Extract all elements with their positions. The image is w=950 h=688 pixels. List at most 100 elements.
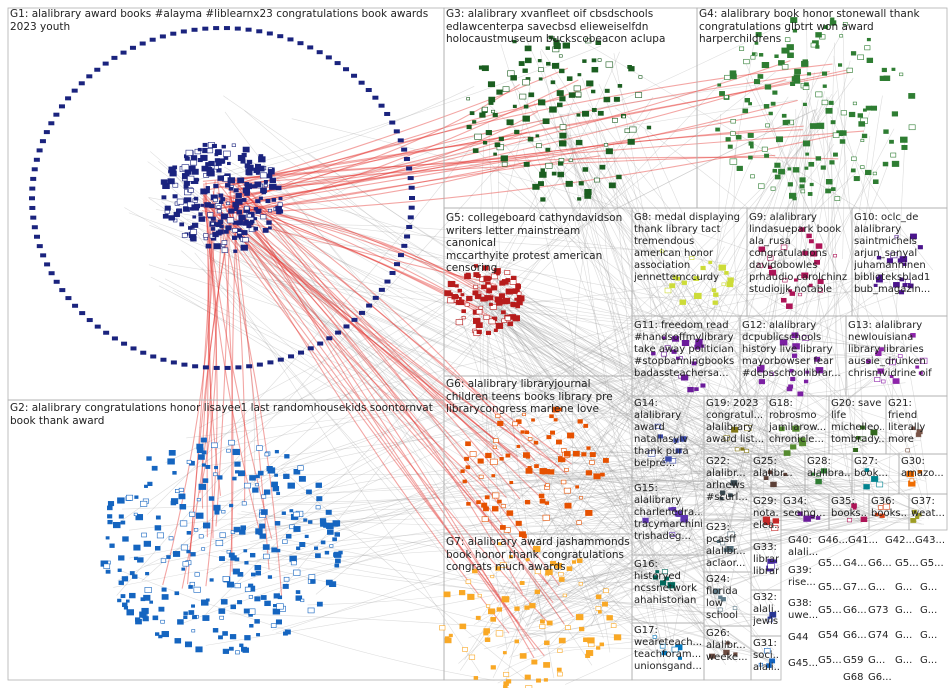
g37-label: G37: weat... bbox=[911, 496, 945, 520]
g4-node bbox=[829, 101, 833, 104]
g4-node bbox=[759, 53, 763, 56]
small-group-label: G... bbox=[868, 582, 885, 594]
g4-node bbox=[719, 91, 724, 95]
g4-node bbox=[807, 73, 810, 76]
g1-node bbox=[242, 198, 246, 201]
g17-label: G17: weareteach... teachforam... unionsg… bbox=[634, 625, 702, 673]
g6-node bbox=[528, 466, 531, 469]
g2-node bbox=[142, 608, 149, 613]
g2-node bbox=[335, 559, 340, 563]
g7-node bbox=[600, 643, 604, 646]
g2-node bbox=[256, 633, 259, 636]
g1-ring-node bbox=[150, 354, 156, 358]
g4-node bbox=[764, 154, 768, 157]
small-group-label: G5... bbox=[818, 605, 842, 617]
g3-node bbox=[583, 168, 588, 172]
g2-node bbox=[265, 601, 271, 606]
g4-node bbox=[725, 75, 731, 79]
g6-node bbox=[565, 503, 571, 508]
g3-node bbox=[604, 97, 610, 102]
g4-node bbox=[801, 61, 808, 66]
g1-ring-node bbox=[406, 166, 412, 170]
g2-node bbox=[219, 609, 225, 614]
g7-node bbox=[444, 592, 450, 597]
g1-ring-node bbox=[401, 148, 407, 152]
g2-node bbox=[273, 609, 280, 614]
g6-node bbox=[576, 486, 579, 488]
g1-node bbox=[238, 155, 245, 160]
g2-node bbox=[132, 575, 137, 579]
g4-node bbox=[762, 147, 767, 151]
g2-node bbox=[227, 449, 231, 452]
g3-node bbox=[511, 75, 517, 80]
g2-node bbox=[245, 635, 251, 640]
g7-node bbox=[558, 649, 562, 653]
g1-node bbox=[241, 245, 248, 250]
g1-ring-node bbox=[86, 74, 92, 78]
g16-label: G16: historyed ncssnetwork ahahistorian bbox=[634, 559, 697, 607]
g4-node bbox=[743, 109, 748, 113]
g1-ring-node bbox=[379, 288, 385, 292]
g1-node bbox=[205, 202, 211, 207]
g5-node bbox=[466, 296, 472, 301]
g1-node bbox=[256, 172, 259, 175]
g2-node bbox=[122, 576, 128, 581]
g4-node bbox=[769, 112, 773, 115]
g2-node bbox=[238, 471, 244, 476]
g2-node bbox=[327, 530, 333, 535]
g4-node bbox=[775, 175, 780, 179]
g1-ring-node bbox=[72, 304, 78, 308]
g4-node bbox=[724, 95, 728, 98]
g1-node bbox=[256, 210, 261, 214]
g1-node bbox=[279, 197, 282, 200]
small-group-label: G54 bbox=[818, 630, 838, 642]
g2-node bbox=[215, 511, 219, 514]
g3-node bbox=[591, 90, 595, 93]
g4-node bbox=[817, 123, 824, 129]
g6-node bbox=[516, 521, 522, 525]
g3-node bbox=[549, 107, 556, 113]
g2-node bbox=[129, 593, 135, 598]
g3-node bbox=[536, 135, 539, 137]
g1-node bbox=[188, 226, 192, 229]
g28-label: G28: alalibra... bbox=[807, 456, 850, 480]
g2-node bbox=[293, 570, 300, 575]
g2-node bbox=[180, 521, 187, 526]
g2-node bbox=[285, 454, 290, 458]
g2-node bbox=[145, 587, 152, 592]
g9-node bbox=[781, 298, 786, 302]
g2-node bbox=[316, 483, 322, 488]
g4-node bbox=[840, 140, 845, 144]
g4-node bbox=[793, 167, 799, 172]
g2-node bbox=[213, 628, 218, 632]
g2-node bbox=[202, 548, 205, 551]
g1-ring-node bbox=[34, 158, 40, 162]
g2-node bbox=[273, 604, 276, 607]
g7-node bbox=[504, 682, 509, 686]
g1-node bbox=[243, 238, 249, 242]
g2-node bbox=[278, 596, 282, 599]
g5-node bbox=[499, 294, 504, 298]
g4-node bbox=[833, 133, 839, 138]
g1-node bbox=[162, 196, 166, 199]
g2-node bbox=[202, 451, 206, 454]
g19-node bbox=[741, 448, 744, 451]
g27-node bbox=[877, 482, 883, 487]
g3-node bbox=[541, 198, 546, 202]
g2-node bbox=[240, 644, 244, 647]
g1-node bbox=[229, 187, 233, 190]
g22-label: G22: alalibr... arlnews #scurl... bbox=[706, 456, 748, 504]
g2-node bbox=[108, 520, 113, 524]
g1-ring-node bbox=[130, 46, 136, 50]
g3-node bbox=[524, 105, 528, 108]
g4-node bbox=[865, 170, 871, 175]
g3-node bbox=[523, 79, 530, 85]
g3-node bbox=[520, 94, 526, 99]
small-group-label: G... bbox=[895, 655, 912, 667]
g8-node bbox=[713, 293, 718, 297]
g3-node bbox=[625, 129, 630, 133]
g4-node bbox=[852, 157, 857, 161]
g3-node bbox=[546, 148, 550, 151]
g2-node bbox=[265, 453, 269, 456]
g1-node bbox=[237, 234, 241, 238]
